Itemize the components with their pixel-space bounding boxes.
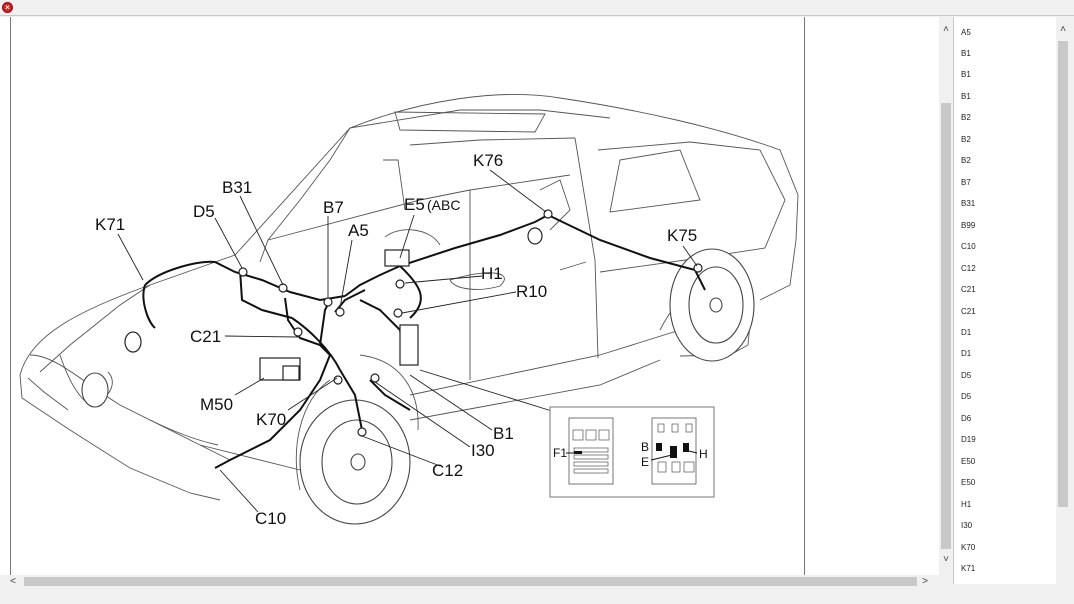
label-B31[interactable]: B31 [222,178,252,197]
list-item[interactable]: D6 [961,414,972,423]
list-item[interactable]: D1 [961,328,972,337]
label-E5-sub: (ABC [427,197,460,213]
label-K76[interactable]: K76 [473,151,503,170]
label-M50[interactable]: M50 [200,395,233,414]
list-item[interactable]: C21 [961,285,976,294]
scroll-up-arrow[interactable]: ˄ [943,24,949,35]
list-item[interactable]: C10 [961,242,976,251]
inset-label-E: E [641,455,649,469]
title-bar: × [0,0,1074,16]
scroll-thumb[interactable] [941,103,951,549]
wiring-diagram: K71 D5 B31 B7 A5 E5 (ABC K76 K75 H1 R10 … [19,94,799,528]
connectors [124,209,703,437]
wheels [81,248,755,525]
list-item[interactable]: B2 [961,156,971,165]
list-item[interactable]: B99 [961,221,976,230]
scroll-up-arrow[interactable]: ˄ [1060,24,1066,35]
label-B7[interactable]: B7 [323,198,344,217]
label-H1[interactable]: H1 [481,264,503,283]
label-K75[interactable]: K75 [667,226,697,245]
list-item[interactable]: B2 [961,135,971,144]
label-C10[interactable]: C10 [255,509,286,528]
close-button[interactable]: × [2,2,13,13]
label-A5[interactable]: A5 [348,221,369,240]
list-item[interactable]: D5 [961,371,972,380]
scroll-right-arrow[interactable]: > [922,576,928,587]
inset-label-B: B [641,440,649,454]
list-vertical-scrollbar[interactable]: ˄ [1056,17,1074,584]
scroll-down-arrow[interactable]: ˅ [943,554,949,565]
list-item[interactable]: B2 [961,113,971,122]
component-labels: K71 D5 B31 B7 A5 E5 (ABC K76 K75 H1 R10 … [95,151,697,528]
list-item[interactable]: B1 [961,70,971,79]
list-item[interactable]: C21 [961,307,976,316]
list-item[interactable]: D5 [961,392,972,401]
list-item[interactable]: H1 [961,500,972,509]
list-item[interactable]: E50 [961,457,976,466]
inset-label-H: H [699,447,708,461]
label-C21[interactable]: C21 [190,327,221,346]
list-item[interactable]: A5 [961,28,971,37]
label-D5[interactable]: D5 [193,202,215,221]
leader-lines [117,169,698,513]
scroll-thumb[interactable] [1058,41,1068,507]
label-B1[interactable]: B1 [493,424,514,443]
list-item[interactable]: C12 [961,264,976,273]
list-item[interactable]: B1 [961,49,971,58]
component-list: A5 B1 B1 B1 B2 B2 B2 B7 B31 B99 C10 C12 … [953,17,1056,584]
fusebox-inset: F1 B E H [549,406,715,498]
list-item[interactable]: D1 [961,349,972,358]
pane-left-edge [10,17,11,575]
list-item[interactable]: E50 [961,478,976,487]
list-item[interactable]: K71 [961,564,976,573]
list-item[interactable]: D19 [961,435,976,444]
list-item[interactable]: I30 [961,521,973,530]
list-item[interactable]: B1 [961,92,971,101]
scroll-left-arrow[interactable]: < [10,576,16,587]
list-item[interactable]: B7 [961,178,971,187]
label-K71[interactable]: K71 [95,215,125,234]
label-C12[interactable]: C12 [432,461,463,480]
list-item[interactable]: K70 [961,543,976,552]
diagram-horizontal-scrollbar[interactable]: < > [0,575,939,589]
label-K70[interactable]: K70 [256,410,286,429]
scroll-thumb[interactable] [24,577,917,586]
pane-divider [804,17,805,575]
list-item[interactable]: B31 [961,199,976,208]
label-R10[interactable]: R10 [516,282,547,301]
label-E5[interactable]: E5 [404,195,425,214]
wiring-diagram-pane: K71 D5 B31 B7 A5 E5 (ABC K76 K75 H1 R10 … [0,17,939,575]
label-I30[interactable]: I30 [471,441,495,460]
diagram-vertical-scrollbar[interactable]: ˄ ˅ [939,17,953,575]
inset-label-F1: F1 [553,446,567,460]
